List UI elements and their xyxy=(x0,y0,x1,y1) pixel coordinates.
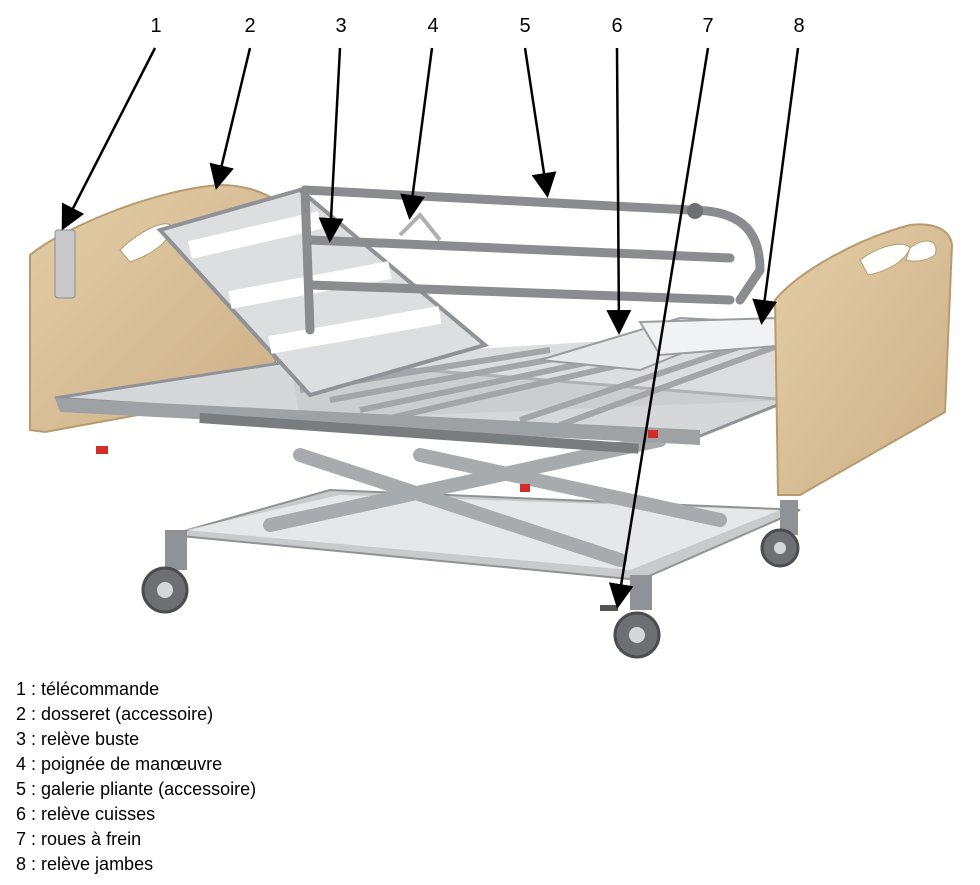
arrow-4 xyxy=(400,47,434,220)
callout-number-3: 3 xyxy=(335,15,347,37)
brake-marker xyxy=(96,446,108,454)
arrow-3 xyxy=(318,47,344,243)
maneuver-handle xyxy=(398,212,442,242)
legend-item: 7 : roues à frein xyxy=(16,829,142,849)
bed-diagram: 1 2 3 4 5 6 7 8 xyxy=(29,15,954,659)
legend-item: 5 : galerie pliante (accessoire) xyxy=(16,779,257,799)
callout-arrows xyxy=(61,47,800,609)
callout-number-6: 6 xyxy=(611,15,623,37)
remote-control xyxy=(54,229,76,299)
arrow-7 xyxy=(608,47,710,609)
bed-illustration xyxy=(29,47,954,659)
arrow-6 xyxy=(606,47,632,335)
brake-pedal xyxy=(600,605,618,611)
legend: 1 : télécommande 2 : dosseret (accessoir… xyxy=(16,677,256,877)
arrow-8 xyxy=(752,47,800,325)
legend-item: 1 : télécommande xyxy=(16,679,160,699)
callout-number-4: 4 xyxy=(427,15,439,37)
arrow-1 xyxy=(61,47,157,231)
callout-number-7: 7 xyxy=(702,15,714,37)
side-bar xyxy=(55,398,700,492)
legend-item: 2 : dosseret (accessoire) xyxy=(16,704,214,724)
legend-item: 3 : relève buste xyxy=(16,729,140,749)
arrow-5 xyxy=(523,47,557,198)
arrow-2 xyxy=(209,47,252,190)
legend-item: 8 : relève jambes xyxy=(16,854,154,874)
callout-number-2: 2 xyxy=(244,15,256,37)
legend-item: 4 : poignée de manœuvre xyxy=(16,754,223,774)
callout-number-1: 1 xyxy=(150,15,162,37)
backrest xyxy=(156,187,490,398)
side-rail xyxy=(300,185,765,335)
callout-number-5: 5 xyxy=(519,15,531,37)
footboard-right xyxy=(773,223,954,496)
scissor-lift xyxy=(263,433,727,567)
mattress-deck xyxy=(54,316,792,442)
legend-item: 6 : relève cuisses xyxy=(16,804,156,824)
callout-number-8: 8 xyxy=(793,15,805,37)
